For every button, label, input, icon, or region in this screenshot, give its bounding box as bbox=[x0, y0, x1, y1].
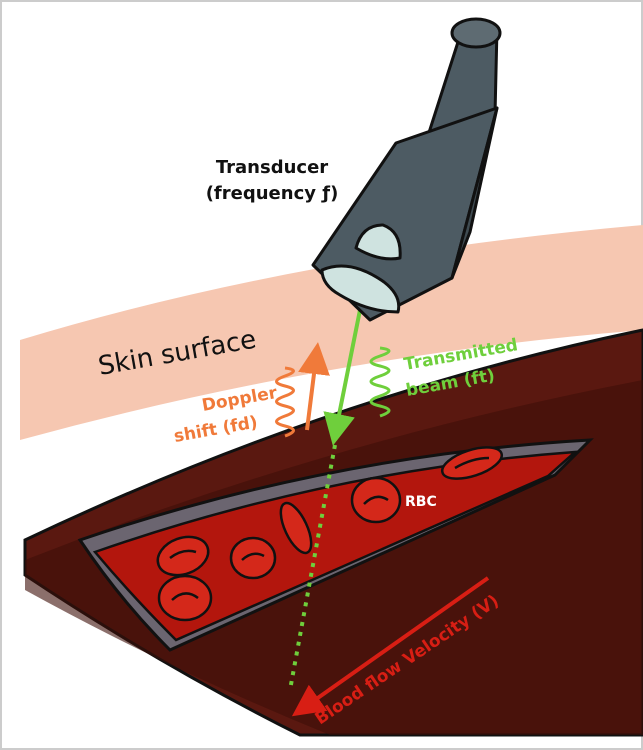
rbc-cell bbox=[440, 446, 504, 480]
transducer-probe bbox=[311, 17, 502, 322]
doppler-wave bbox=[275, 366, 295, 438]
blood-flow-arrow bbox=[291, 576, 490, 717]
red-blood-cells bbox=[156, 446, 504, 622]
transducer-label-line2: (frequency ƒ) bbox=[206, 183, 339, 204]
rbc-cell-dimple bbox=[454, 456, 490, 470]
doppler-shift-arrow bbox=[298, 342, 330, 431]
beam-path-dotted bbox=[288, 444, 337, 691]
skin-layer bbox=[20, 225, 643, 440]
rbc-cell bbox=[157, 574, 213, 622]
rbc-cell bbox=[350, 476, 402, 524]
transducer-label-line1: Transducer bbox=[216, 157, 328, 178]
rbc-cell bbox=[156, 535, 210, 577]
transducer-window bbox=[354, 223, 402, 261]
transducer-face bbox=[320, 264, 401, 314]
rbc-cell-dimple bbox=[171, 592, 199, 601]
transmitted-wave bbox=[369, 346, 391, 418]
rbc-label: RBC bbox=[405, 494, 437, 510]
rbc-cell-dimple bbox=[363, 495, 389, 505]
transmitted-beam-arrow bbox=[323, 299, 364, 446]
rbc-cell-dimple bbox=[241, 552, 265, 561]
transducer-cable-end bbox=[450, 17, 502, 49]
transducer-side bbox=[450, 106, 499, 280]
transducer-body bbox=[311, 106, 499, 322]
rbc-cell bbox=[229, 536, 277, 580]
rbc-cell bbox=[279, 501, 313, 555]
rbc-cell-dimple bbox=[169, 549, 197, 560]
